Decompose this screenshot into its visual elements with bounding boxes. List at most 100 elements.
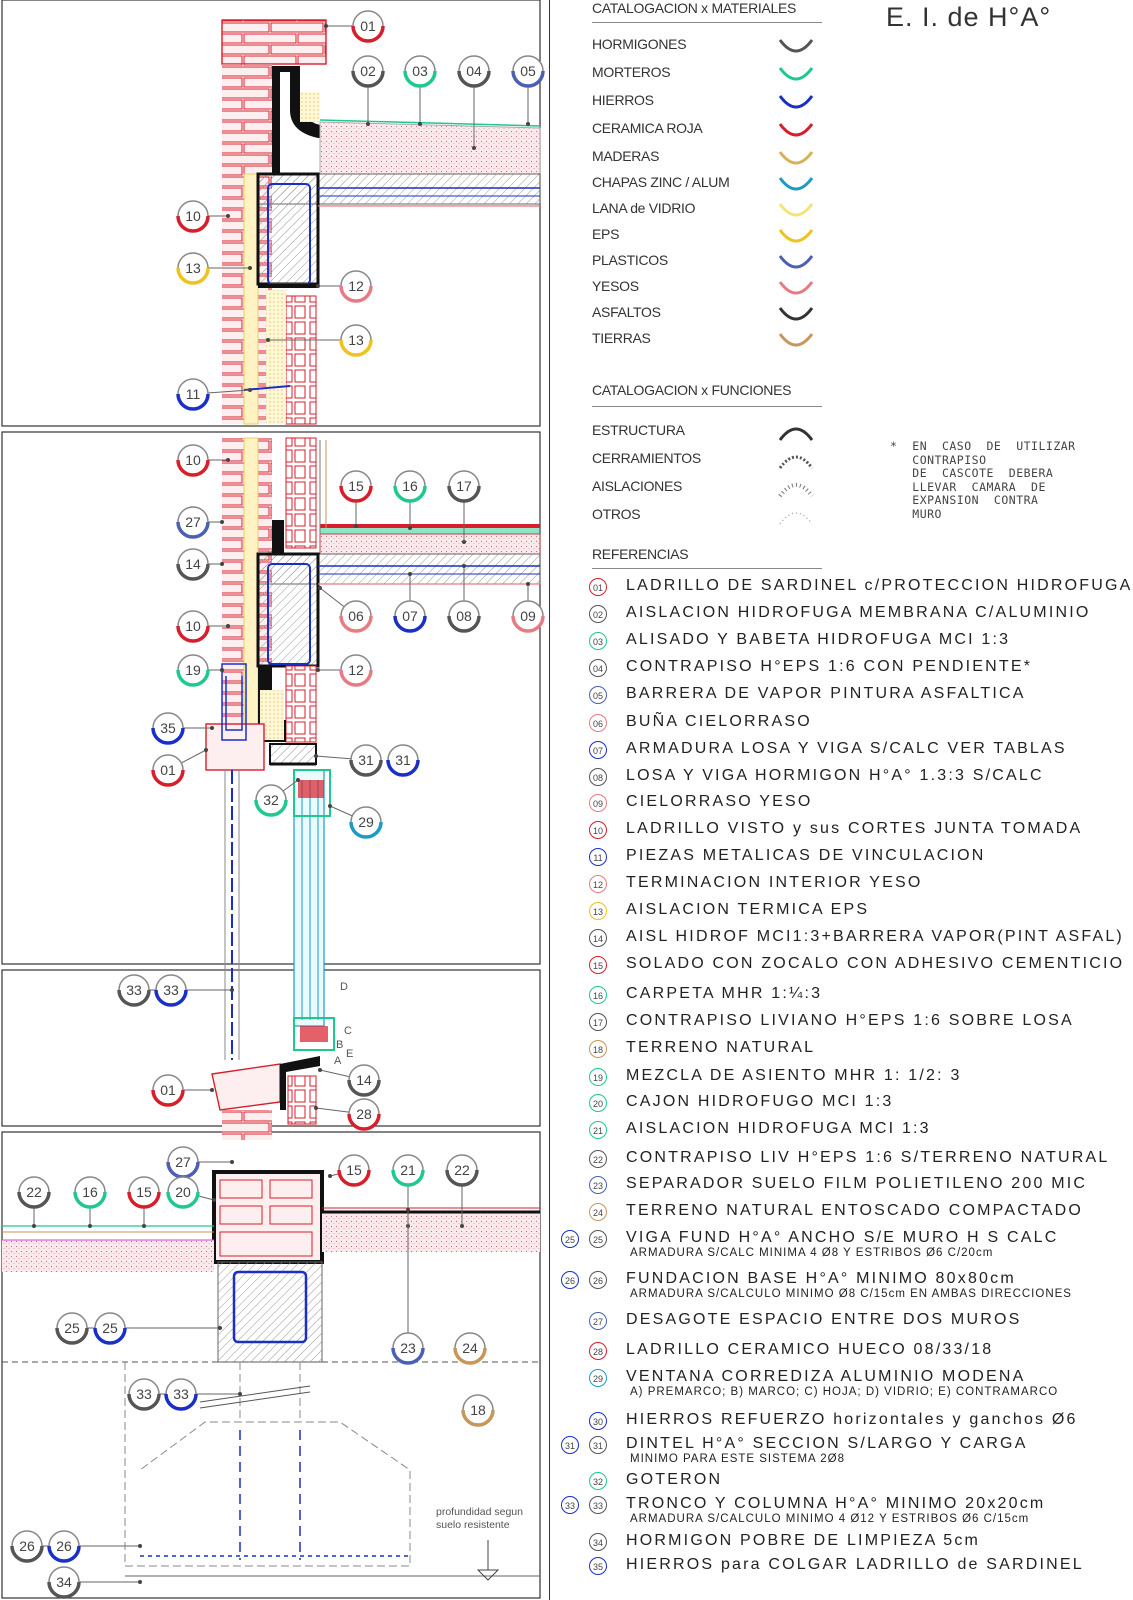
reference-text: DINTEL H°A° SECCION S/LARGO Y CARGA bbox=[626, 1435, 1028, 1452]
callout-bubble: 01 bbox=[351, 10, 385, 43]
callout-bubble: 33 bbox=[117, 974, 151, 1007]
callout-number: 13 bbox=[348, 332, 364, 348]
reference-number-badge: 04 bbox=[589, 659, 607, 677]
callout-number: 11 bbox=[186, 386, 201, 402]
callout-leader-dot bbox=[296, 778, 300, 782]
material-swatch-icon bbox=[778, 123, 814, 137]
callout-bubble: 34 bbox=[47, 1566, 81, 1599]
window-letter-a: A bbox=[334, 1055, 342, 1067]
arc-light-icon bbox=[779, 512, 813, 525]
callout-number: 10 bbox=[185, 452, 201, 468]
panel-roof bbox=[1, 0, 541, 427]
window-letter-d: D bbox=[340, 981, 348, 993]
functions-heading: CATALOGACION x FUNCIONES bbox=[592, 382, 792, 398]
callout-leader-dot bbox=[472, 146, 476, 150]
reference-subtext: ARMADURA S/CALCULO MINIMO 4 Ø12 Y ESTRIB… bbox=[630, 1513, 1030, 1525]
reference-number-badge: 25 bbox=[589, 1230, 607, 1248]
callout-number: 35 bbox=[160, 720, 176, 736]
callout-number: 08 bbox=[456, 608, 472, 624]
callout-bubble: 09 bbox=[511, 600, 545, 633]
reference-number-badge: 34 bbox=[589, 1533, 607, 1551]
material-label: LANA de VIDRIO bbox=[592, 200, 696, 216]
callout-leader-dot bbox=[32, 1224, 36, 1228]
callout-leader-dot bbox=[314, 754, 318, 758]
reference-number-badge-alt: 33 bbox=[561, 1496, 579, 1514]
callout-leader-dot bbox=[328, 1174, 332, 1178]
callout-leader-dot bbox=[462, 564, 466, 568]
callout-number: 04 bbox=[466, 63, 482, 79]
reference-number-badge: 07 bbox=[589, 741, 607, 759]
callout-leader-dot bbox=[230, 1160, 234, 1164]
reference-number-badge: 13 bbox=[589, 902, 607, 920]
callout-number: 26 bbox=[19, 1538, 35, 1554]
page-title: E. I. de H°A° bbox=[886, 2, 1052, 32]
callout-number: 28 bbox=[356, 1106, 372, 1122]
reference-number-badge: 26 bbox=[589, 1271, 607, 1289]
materials-heading-rule bbox=[592, 22, 822, 23]
arc-solid-icon bbox=[778, 427, 814, 441]
reference-text: DESAGOTE ESPACIO ENTRE DOS MUROS bbox=[626, 1311, 1022, 1328]
callout-bubble: 22 bbox=[445, 1154, 479, 1187]
callout-leader-dot bbox=[460, 1224, 464, 1228]
vertical-divider bbox=[549, 0, 550, 1600]
callout-number: 15 bbox=[348, 478, 364, 494]
callout-number: 05 bbox=[520, 63, 536, 79]
callout-number: 18 bbox=[470, 1402, 486, 1418]
callout-leader-dot bbox=[318, 586, 322, 590]
callout-bubble: 33 bbox=[127, 1378, 161, 1411]
reference-text: ARMADURA LOSA Y VIGA S/CALC VER TABLAS bbox=[626, 740, 1067, 757]
reference-text: VIGA FUND H°A° ANCHO S/E MURO H S CALC bbox=[626, 1229, 1059, 1246]
reference-text: BARRERA DE VAPOR PINTURA ASFALTICA bbox=[626, 685, 1026, 702]
callout-bubble: 27 bbox=[166, 1146, 200, 1179]
reference-number-badge: 24 bbox=[589, 1203, 607, 1221]
reference-subtext: A) PREMARCO; B) MARCO; C) HOJA; D) VIDRI… bbox=[630, 1386, 1059, 1398]
reference-text: HIERROS para COLGAR LADRILLO de SARDINEL bbox=[626, 1556, 1084, 1573]
reference-text: AISL HIDROF MCI1:3+BARRERA VAPOR(PINT AS… bbox=[626, 928, 1124, 945]
callout-bubble: 07 bbox=[393, 600, 427, 633]
reference-text: TERRENO NATURAL bbox=[626, 1039, 816, 1056]
reference-number-badge: 14 bbox=[589, 929, 607, 947]
callout-number: 33 bbox=[163, 982, 179, 998]
callout-leader-dot bbox=[406, 1208, 410, 1212]
callout-bubble: 10 bbox=[176, 200, 210, 233]
callout-number: 32 bbox=[263, 792, 279, 808]
callout-bubble: 12 bbox=[339, 654, 373, 687]
reference-number-badge: 33 bbox=[589, 1496, 607, 1514]
reference-number-badge-alt: 26 bbox=[561, 1271, 579, 1289]
callout-bubble: 03 bbox=[403, 55, 437, 88]
callout-number: 26 bbox=[56, 1538, 72, 1554]
reference-text: HORMIGON POBRE DE LIMPIEZA 5cm bbox=[626, 1532, 981, 1549]
reference-text: CONTRAPISO LIV H°EPS 1:6 S/TERRENO NATUR… bbox=[626, 1149, 1110, 1166]
callout-number: 31 bbox=[395, 752, 411, 768]
callout-number: 06 bbox=[348, 608, 364, 624]
callout-bubble: 01 bbox=[151, 754, 185, 787]
callout-bubble: 01 bbox=[151, 1074, 185, 1107]
window-letter-e: E bbox=[346, 1048, 353, 1060]
callout-number: 01 bbox=[160, 1082, 176, 1098]
callout-bubble: 13 bbox=[339, 324, 373, 357]
reference-subtext: MINIMO PARA ESTE SISTEMA 2Ø8 bbox=[630, 1453, 846, 1465]
callout-leader-dot bbox=[220, 562, 224, 566]
callout-number: 25 bbox=[64, 1320, 80, 1336]
callout-leader-dot bbox=[316, 284, 320, 288]
reference-text: LADRILLO VISTO y sus CORTES JUNTA TOMADA bbox=[626, 820, 1083, 837]
reference-number-badge: 18 bbox=[589, 1040, 607, 1058]
reference-number-badge: 08 bbox=[589, 768, 607, 786]
function-label: AISLACIONES bbox=[592, 478, 683, 494]
reference-text: VENTANA CORREDIZA ALUMINIO MODENA bbox=[626, 1368, 1026, 1385]
callout-bubble: 05 bbox=[511, 55, 545, 88]
window-letter-b: B bbox=[336, 1039, 343, 1051]
material-label: MORTEROS bbox=[592, 64, 671, 80]
callout-bubble: 10 bbox=[176, 610, 210, 643]
callout-bubble: 28 bbox=[347, 1098, 381, 1131]
material-label: HIERROS bbox=[592, 92, 654, 108]
callout-bubble: 35 bbox=[151, 712, 185, 745]
callout-number: 16 bbox=[82, 1184, 98, 1200]
callout-bubble: 27 bbox=[176, 506, 210, 539]
callout-bubble: 26 bbox=[10, 1530, 44, 1563]
reference-number-badge: 10 bbox=[589, 821, 607, 839]
material-swatch-icon bbox=[778, 255, 814, 269]
reference-number-badge: 03 bbox=[589, 632, 607, 650]
reference-number-badge: 31 bbox=[589, 1436, 607, 1454]
